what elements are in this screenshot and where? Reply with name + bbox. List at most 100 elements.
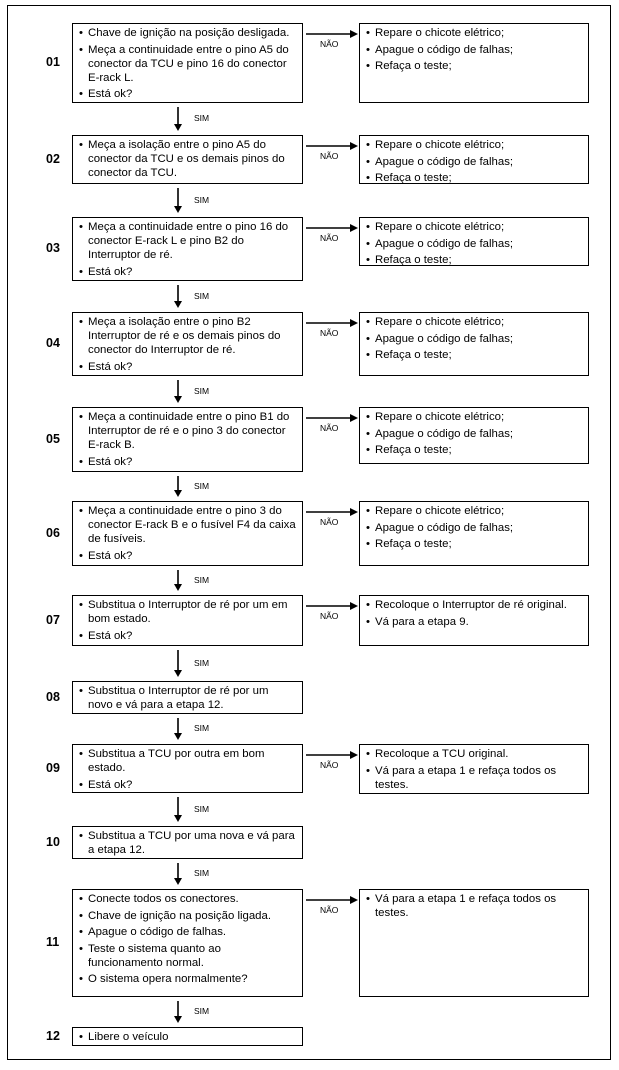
nao-label: NÃO (320, 151, 339, 161)
nao-arrow-head (350, 224, 358, 232)
step-box: Meça a isolação entre o pino A5 do conec… (72, 135, 303, 184)
failure-item: Refaça o teste; (366, 59, 582, 73)
nao-label: NÃO (320, 233, 339, 243)
failure-item: Vá para a etapa 1 e refaça todos os test… (366, 892, 582, 920)
sim-arrow-head (174, 1016, 182, 1023)
step-item: Libere o veículo (79, 1030, 296, 1044)
step-item: Está ok? (79, 455, 296, 469)
nao-arrow-head (350, 414, 358, 422)
step-number: 02 (46, 151, 60, 166)
step-item: Chave de ignição na posição ligada. (79, 909, 296, 923)
nao-arrow-head (350, 508, 358, 516)
failure-item: Refaça o teste; (366, 537, 582, 551)
step-item: Conecte todos os conectores. (79, 892, 296, 906)
step-box: Substitua o Interruptor de ré por um nov… (72, 681, 303, 714)
nao-arrow-head (350, 319, 358, 327)
step-item: Chave de ignição na posição desligada. (79, 26, 296, 40)
failure-box: Vá para a etapa 1 e refaça todos os test… (359, 889, 589, 997)
step-item: Está ok? (79, 549, 296, 563)
step-item: Está ok? (79, 360, 296, 374)
failure-box: Repare o chicote elétrico; Apague o códig… (359, 407, 589, 464)
step-number: 11 (46, 935, 60, 949)
failure-box: Recoloque o Interruptor de ré original.V… (359, 595, 589, 646)
nao-label: NÃO (320, 517, 339, 527)
failure-item: Apague o código de falhas; (366, 427, 582, 441)
nao-label: NÃO (320, 328, 339, 338)
failure-item: Vá para a etapa 9. (366, 615, 582, 629)
sim-label: SIM (194, 290, 210, 301)
sim-label: SIM (194, 385, 210, 396)
failure-item: Recoloque a TCU original. (366, 747, 582, 761)
step-item: Está ok? (79, 265, 296, 279)
nao-arrow-head (350, 602, 358, 610)
step-number: 01 (46, 55, 60, 69)
nao-arrow-head (350, 142, 358, 150)
sim-arrow-head (174, 878, 182, 885)
failure-item: Repare o chicote elétrico; (366, 410, 582, 424)
sim-label: SIM (194, 574, 210, 585)
step-item: Está ok? (79, 629, 296, 643)
nao-label: NÃO (320, 760, 339, 770)
failure-item: Repare o chicote elétrico; (366, 220, 582, 234)
step-number: 09 (46, 760, 60, 775)
step-box: Conecte todos os conectores. Chave de ign… (72, 889, 303, 997)
sim-arrow-head (174, 733, 182, 740)
sim-arrow-head (174, 396, 182, 403)
sim-label: SIM (194, 657, 210, 668)
sim-arrow-head (174, 490, 182, 497)
sim-arrow-head (174, 301, 182, 308)
step-item: Meça a continuidade entre o pino 16 do c… (79, 220, 296, 262)
failure-item: Repare o chicote elétrico; (366, 504, 582, 518)
failure-item: Repare o chicote elétrico; (366, 26, 582, 40)
step-item: Meça a isolação entre o pino B2 Interrup… (79, 315, 296, 357)
nao-arrow-head (350, 751, 358, 759)
failure-item: Vá para a etapa 1 e refaça todos os test… (366, 764, 582, 792)
sim-arrow-head (174, 670, 182, 677)
sim-label: SIM (194, 194, 210, 205)
sim-label: SIM (194, 1006, 210, 1016)
failure-item: Apague o código de falhas; (366, 332, 582, 346)
step-box: Substitua o Interruptor de ré por um em … (72, 595, 303, 646)
step-box: Chave de ignição na posição desligada. Me… (72, 23, 303, 103)
sim-label: SIM (194, 803, 210, 814)
failure-item: Refaça o teste; (366, 348, 582, 362)
sim-label: SIM (194, 868, 210, 878)
step-number: 10 (46, 834, 60, 849)
sim-label: SIM (194, 113, 210, 123)
step-item: Meça a isolação entre o pino A5 do conec… (79, 138, 296, 180)
failure-item: Repare o chicote elétrico; (366, 138, 582, 152)
step-number: 08 (46, 689, 60, 704)
failure-box: Repare o chicote elétrico;Apague o códig… (359, 501, 589, 566)
step-box: Substitua a TCU por outra em bom estado.… (72, 744, 303, 793)
step-item: Teste o sistema quanto ao funcionamento … (79, 942, 296, 970)
step-item: Meça a continuidade entre o pino A5 do c… (79, 43, 296, 85)
step-number: 05 (46, 431, 60, 446)
failure-item: Refaça o teste; (366, 253, 582, 267)
sim-arrow-head (174, 584, 182, 591)
failure-box: Repare o chicote elétrico; Apague o códig… (359, 135, 589, 185)
step-item: Substitua a TCU por uma nova e vá para a… (79, 829, 296, 857)
nao-label: NÃO (320, 611, 339, 621)
step-item: Meça a continuidade entre o pino 3 do co… (79, 504, 296, 546)
step-number: 12 (46, 1028, 60, 1043)
failure-item: Repare o chicote elétrico; (366, 315, 582, 329)
step-item: Apague o código de falhas. (79, 925, 296, 939)
failure-box: Repare o chicote elétrico; Apague o códig… (359, 312, 589, 376)
step-box: Substitua a TCU por uma nova e vá para a… (72, 826, 303, 859)
step-number: 03 (46, 241, 60, 255)
step-item: Substitua o Interruptor de ré por um em … (79, 598, 296, 626)
sim-arrow-head (174, 815, 182, 822)
step-box: Libere o veículo (72, 1027, 303, 1046)
failure-item: Refaça o teste; (366, 171, 582, 185)
step-item: O sistema opera normalmente? (79, 972, 296, 986)
step-item: Substitua a TCU por outra em bom estado. (79, 747, 296, 775)
nao-label: NÃO (320, 905, 339, 915)
failure-item: Apague o código de falhas; (366, 43, 582, 57)
step-item: Substitua o Interruptor de ré por um nov… (79, 684, 296, 712)
step-box: Meça a isolação entre o pino B2 Interrup… (72, 312, 303, 376)
nao-arrow-head (350, 896, 358, 904)
step-item: Meça a continuidade entre o pino B1 do I… (79, 410, 296, 452)
failure-box: Repare o chicote elétrico; Apague o códig… (359, 23, 589, 103)
failure-item: Apague o código de falhas; (366, 155, 582, 169)
